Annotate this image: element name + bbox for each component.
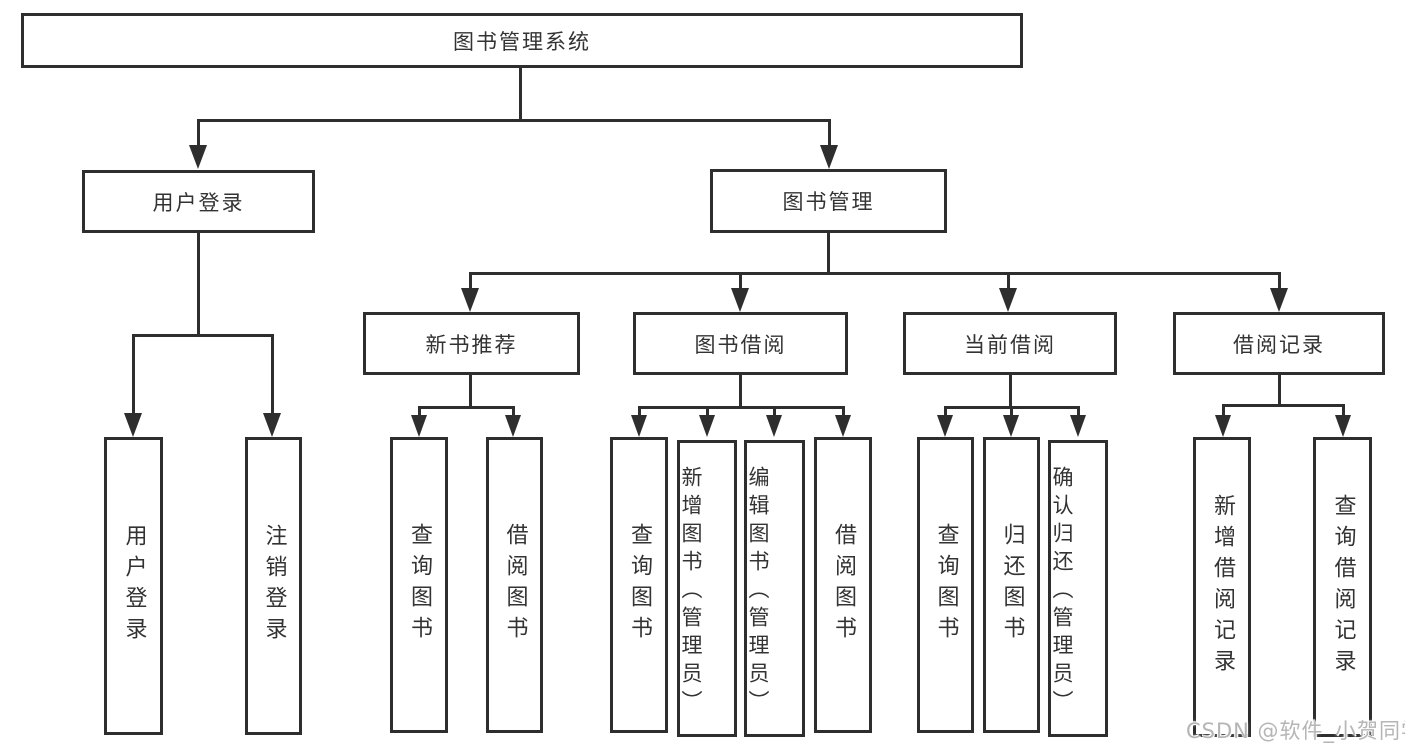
connector-line — [1342, 404, 1345, 416]
connector-line — [706, 406, 709, 416]
leaf-nb-borrow-books-label: 借阅图书 — [502, 523, 528, 647]
node-user-login: 用户登录 — [82, 170, 315, 233]
leaf-cb-return-books-label: 归还图书 — [999, 523, 1025, 647]
connector-line — [512, 406, 515, 416]
leaf-nb-query-books-label: 查询图书 — [407, 523, 432, 647]
connector-line — [773, 406, 776, 416]
connector-line — [469, 272, 472, 290]
connector-line — [1222, 404, 1345, 407]
connector-line — [944, 406, 947, 416]
leaf-bb-query-books-label: 查询图书 — [627, 523, 652, 647]
arrow-down-icon — [124, 413, 142, 437]
arrow-down-icon — [411, 415, 427, 437]
arrow-down-icon — [1270, 288, 1288, 312]
arrow-down-icon — [731, 288, 749, 312]
leaf-br-query-record-label: 查询借阅记录 — [1330, 494, 1356, 680]
node-book-management-label: 图书管理 — [782, 190, 875, 214]
connector-line — [519, 67, 522, 121]
leaf-cb-query-books-label: 查询图书 — [933, 523, 959, 647]
leaf-bb-borrow-books-label: 借阅图书 — [831, 523, 856, 647]
leaf-bb-borrow-books: 借阅图书 — [814, 437, 872, 733]
leaf-cb-return-books: 归还图书 — [983, 437, 1040, 733]
leaf-bb-add-books-admin-label: 新增图书（管理员） — [679, 465, 703, 718]
connector-line — [1007, 272, 1010, 290]
connector-line — [739, 375, 742, 408]
arrow-down-icon — [1215, 415, 1231, 437]
connector-line — [132, 334, 274, 337]
node-book-borrowing-label: 图书借阅 — [694, 332, 787, 357]
connector-line — [827, 233, 830, 275]
arrow-down-icon — [461, 288, 479, 312]
leaf-logout-label: 注销登录 — [261, 524, 287, 648]
connector-line — [1077, 406, 1080, 416]
connector-line — [1010, 406, 1013, 416]
connector-line — [1222, 404, 1225, 416]
arrow-down-icon — [505, 415, 521, 437]
arrow-down-icon — [835, 415, 851, 437]
leaf-bb-edit-books-admin-label: 编辑图书（管理员） — [746, 465, 770, 718]
connector-line — [132, 334, 135, 414]
arrow-down-icon — [937, 415, 953, 437]
arrow-down-icon — [263, 413, 281, 437]
connector-line — [842, 406, 845, 416]
leaf-bb-edit-books-admin: 编辑图书（管理员） — [744, 440, 805, 737]
node-new-book-recommend: 新书推荐 — [363, 312, 580, 375]
connector-line — [1009, 375, 1012, 408]
arrow-down-icon — [1335, 415, 1351, 437]
leaf-nb-borrow-books: 借阅图书 — [486, 437, 543, 733]
node-current-borrowing: 当前借阅 — [903, 312, 1117, 375]
leaf-user-login-label: 用户登录 — [121, 524, 147, 648]
arrow-down-icon — [820, 145, 838, 169]
leaf-logout: 注销登录 — [245, 437, 302, 735]
csdn-watermark: CSDN @软件_小贺同学 — [1186, 719, 1405, 743]
arrow-down-icon — [631, 415, 647, 437]
node-borrowing-records: 借阅记录 — [1173, 312, 1385, 375]
connector-line — [418, 406, 515, 409]
node-borrowing-records-label: 借阅记录 — [1233, 332, 1325, 357]
leaf-br-query-record: 查询借阅记录 — [1313, 437, 1372, 737]
node-book-management: 图书管理 — [710, 169, 947, 233]
node-new-book-recommend-label: 新书推荐 — [425, 332, 518, 357]
arrow-down-icon — [189, 145, 207, 169]
leaf-cb-query-books: 查询图书 — [917, 437, 974, 733]
node-root-label: 图书管理系统 — [453, 29, 591, 54]
node-root: 图书管理系统 — [21, 13, 1023, 68]
arrow-down-icon — [999, 288, 1017, 312]
leaf-cb-confirm-return-admin-label: 确认归还（管理员） — [1050, 465, 1074, 718]
arrow-down-icon — [1070, 415, 1086, 437]
connector-line — [197, 119, 200, 147]
node-user-login-label: 用户登录 — [152, 190, 245, 215]
node-book-borrowing: 图书借阅 — [633, 312, 848, 375]
leaf-user-login: 用户登录 — [104, 437, 163, 735]
leaf-br-add-record: 新增借阅记录 — [1193, 437, 1251, 737]
arrow-down-icon — [1003, 415, 1019, 437]
connector-line — [197, 233, 200, 337]
leaf-cb-confirm-return-admin: 确认归还（管理员） — [1048, 440, 1108, 737]
leaf-bb-query-books: 查询图书 — [610, 437, 668, 733]
connector-line — [638, 406, 641, 416]
leaf-bb-add-books-admin: 新增图书（管理员） — [677, 440, 737, 737]
connector-line — [739, 272, 742, 290]
leaf-br-add-record-label: 新增借阅记录 — [1210, 494, 1235, 680]
connector-line — [469, 272, 1281, 275]
arrow-down-icon — [699, 415, 715, 437]
connector-line — [418, 406, 421, 416]
connector-line — [638, 406, 844, 409]
arrow-down-icon — [766, 415, 782, 437]
connector-line — [828, 119, 831, 147]
leaf-nb-query-books: 查询图书 — [390, 437, 448, 733]
connector-line — [197, 119, 831, 122]
connector-line — [469, 375, 472, 408]
connector-line — [1278, 272, 1281, 290]
node-current-borrowing-label: 当前借阅 — [964, 332, 1056, 357]
connector-line — [1278, 375, 1281, 406]
connector-line — [271, 334, 274, 414]
